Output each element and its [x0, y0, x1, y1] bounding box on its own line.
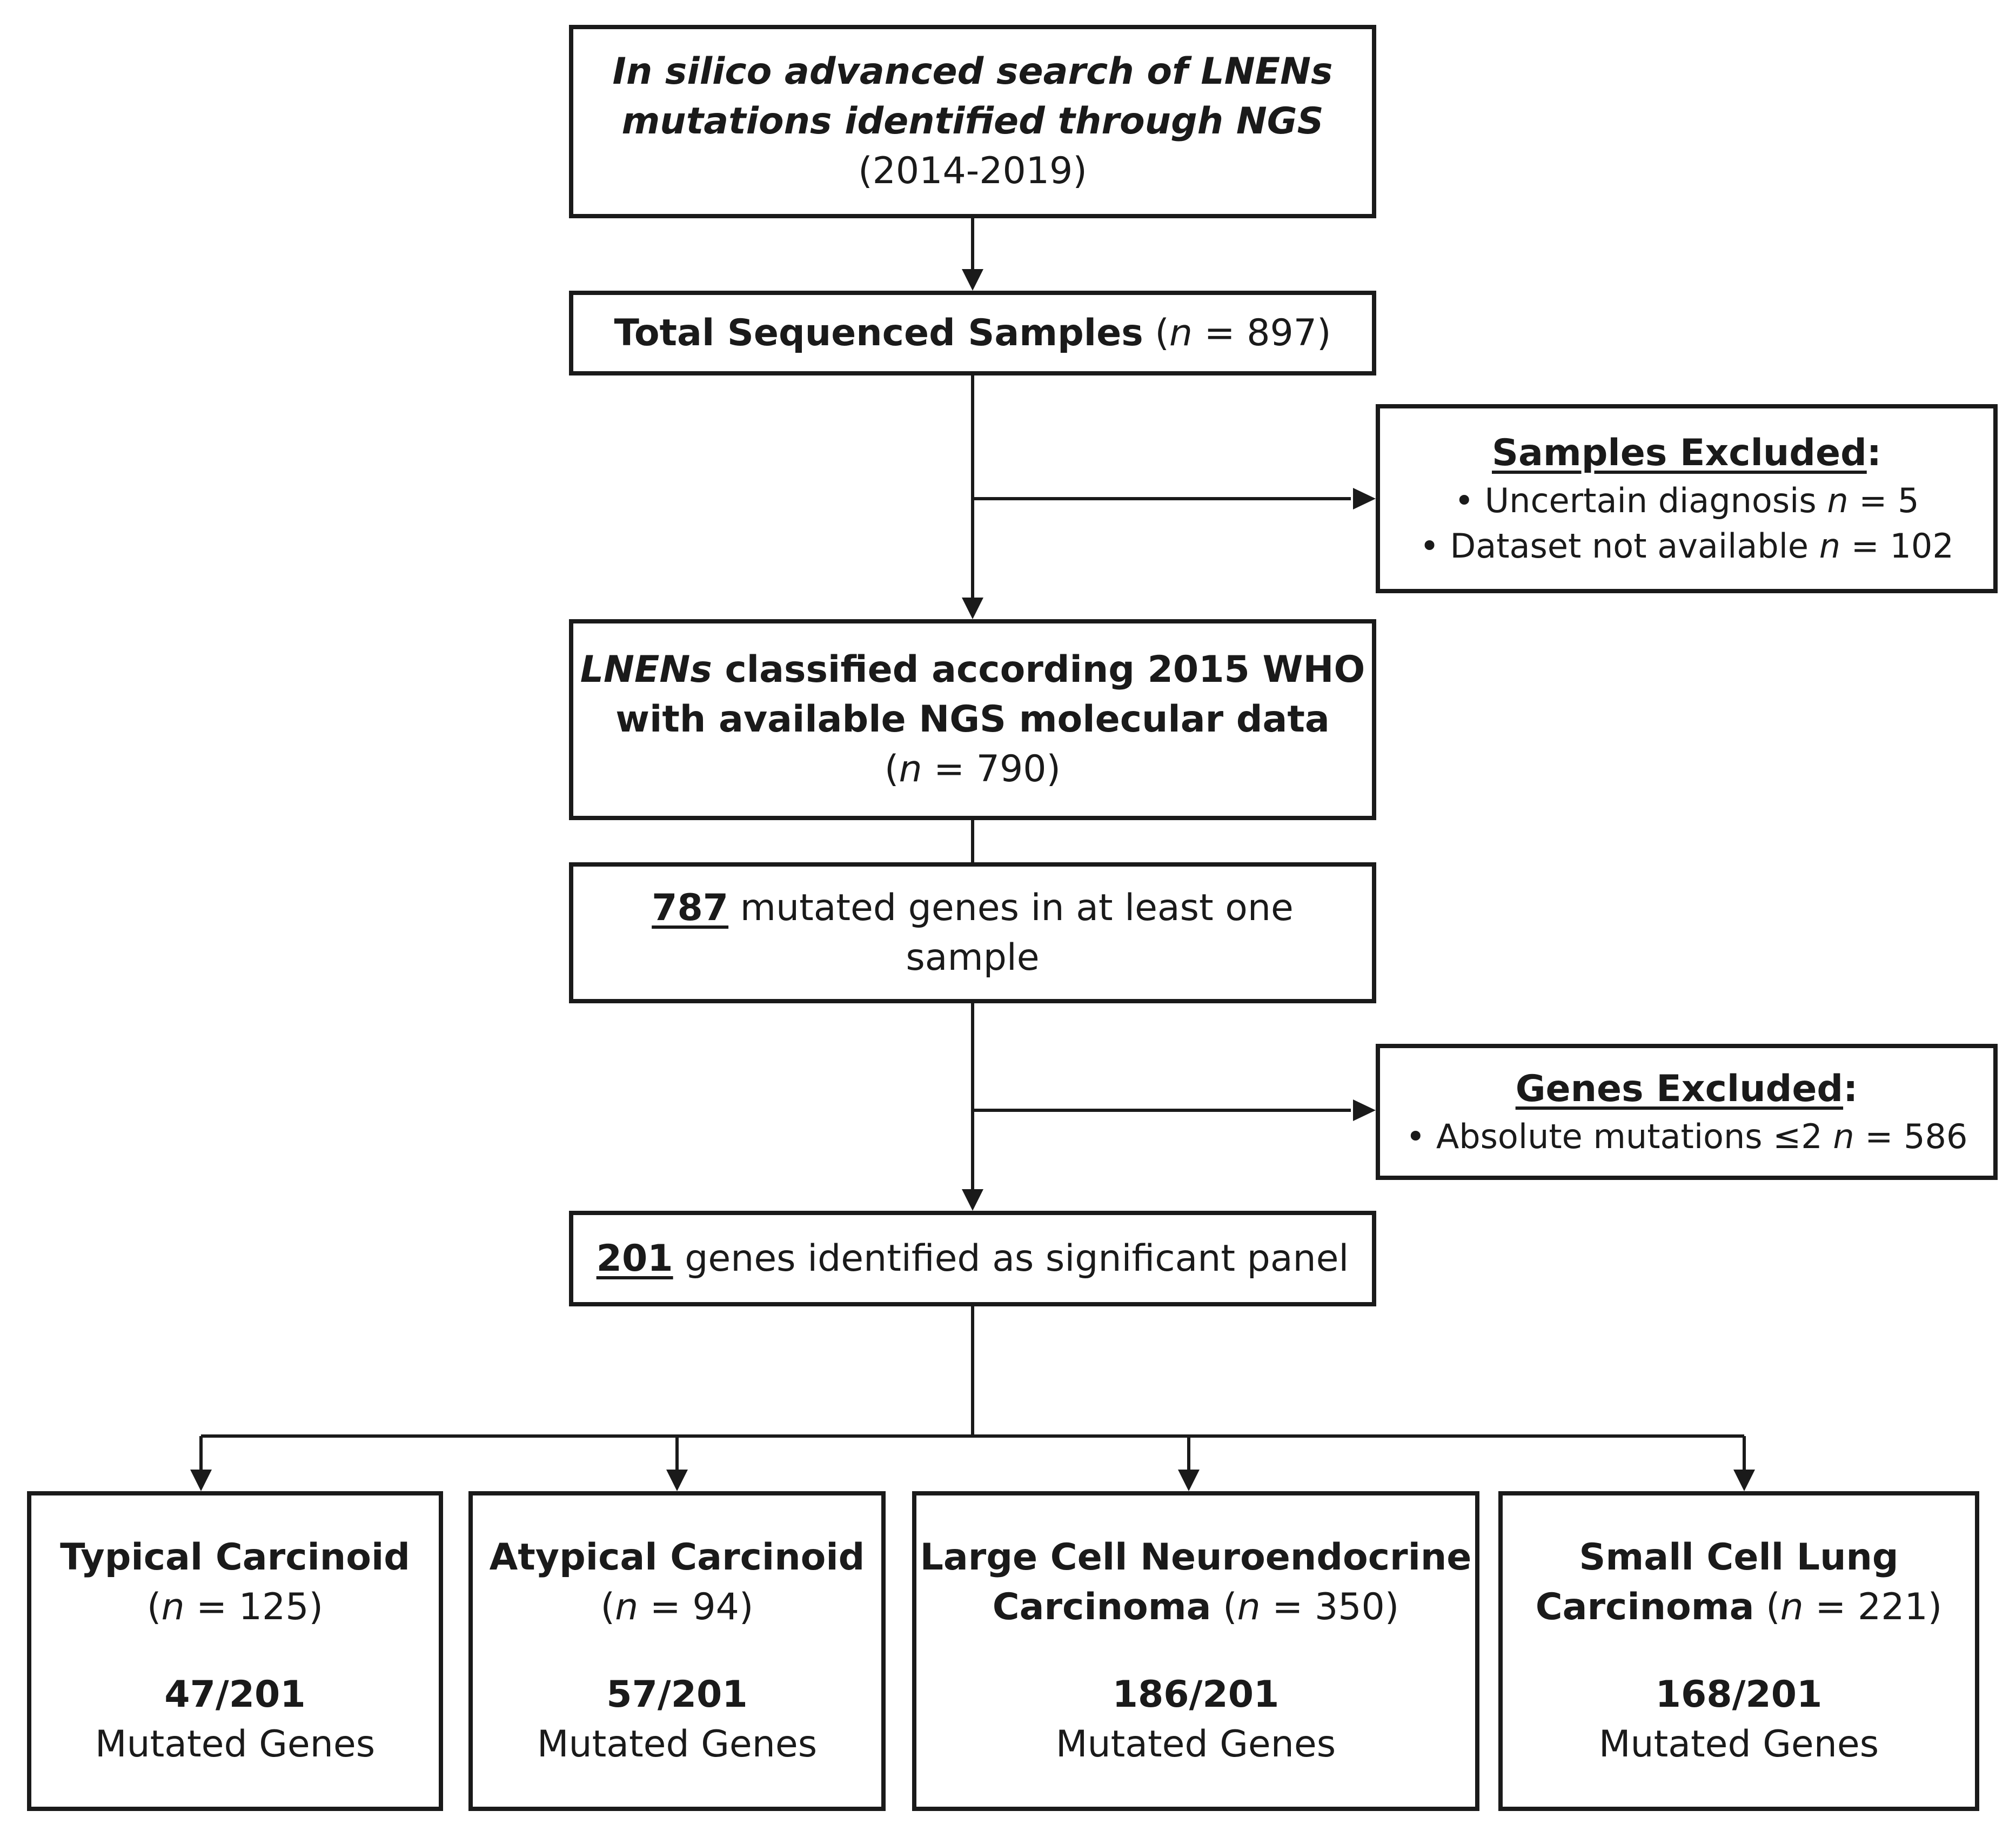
category-box-typical-carcinoid: Typical Carcinoid (n = 125) 47/201 Mutat… [27, 1491, 443, 1811]
arrowhead-sclc [1733, 1470, 1755, 1491]
category-value: = 350) [1260, 1586, 1399, 1629]
category-open: ( [1211, 1586, 1237, 1629]
samples-excluded-item-text: Dataset not available [1450, 526, 1809, 566]
significant-panel-box: 201 genes identified as significant pane… [569, 1211, 1376, 1306]
search-box: In silico advanced search of LNENs mutat… [569, 25, 1376, 218]
genes-excluded-item-text: Absolute mutations ≤2 [1436, 1117, 1823, 1157]
total-open: ( [1155, 311, 1169, 354]
category-subtitle: Mutated Genes [1598, 1722, 1879, 1766]
samples-excluded-item: • Uncertain diagnosis n = 5 [1454, 478, 1919, 524]
panel-rest: genes identified as significant panel [673, 1237, 1349, 1280]
mutated-genes-box: 787 mutated genes in at least one sample [569, 862, 1376, 1003]
search-years: (2014-2019) [858, 149, 1087, 192]
category-subtitle: Mutated Genes [537, 1722, 818, 1766]
genes-excluded-colon: : [1843, 1068, 1858, 1111]
samples-excluded-box: Samples Excluded: • Uncertain diagnosis … [1376, 404, 1998, 593]
category-subtitle: Mutated Genes [1055, 1722, 1336, 1766]
category-ratio: 47/201 [164, 1673, 306, 1716]
samples-excluded-item-value: = 5 [1848, 481, 1919, 521]
category-box-small-cell-lung-carcinoma: Small Cell Lung Carcinoma (n = 221) 168/… [1498, 1491, 1979, 1811]
category-n: n [1237, 1586, 1261, 1629]
category-n: n [615, 1586, 639, 1629]
classified-box: LNENs classified according 2015 WHO with… [569, 619, 1376, 820]
genes-excluded-item-n: n [1833, 1117, 1854, 1157]
category-count: (n = 125) [147, 1582, 323, 1632]
classified-count: (n = 790) [885, 745, 1061, 794]
category-ratio: 57/201 [606, 1673, 748, 1716]
classified-lnens: LNENs [580, 648, 712, 692]
total-samples-label: Total Sequenced Samples [614, 311, 1143, 354]
bullet-icon: • [1419, 526, 1439, 566]
category-count: (n = 94) [601, 1582, 754, 1632]
panel-count: 201 [596, 1237, 673, 1280]
samples-excluded-colon: : [1866, 432, 1881, 475]
category-title-line-2: Carcinoma [1535, 1586, 1754, 1629]
arrowhead-panel [962, 1189, 983, 1211]
arrowhead-lcnec [1178, 1470, 1200, 1491]
category-ratio: 186/201 [1112, 1673, 1280, 1716]
samples-excluded-item-value: = 102 [1840, 526, 1954, 566]
category-n: n [1780, 1586, 1804, 1629]
category-title: Large Cell Neuroendocrine [920, 1536, 1472, 1579]
samples-excluded-title: Samples Excluded [1492, 432, 1867, 475]
category-value: = 221) [1803, 1586, 1943, 1629]
arrowhead-total [962, 269, 983, 291]
category-value: = 125) [184, 1586, 324, 1629]
bullet-icon: • [1454, 481, 1475, 521]
mutated-line-1-rest: mutated genes in at least one [728, 886, 1294, 929]
classified-line-2: with available NGS molecular data [615, 698, 1330, 741]
arrowhead-atypical [666, 1470, 688, 1491]
classified-line-1: LNENs classified according 2015 WHO [580, 645, 1365, 695]
category-open: ( [1754, 1586, 1780, 1629]
genes-excluded-item: • Absolute mutations ≤2 n = 586 [1406, 1114, 1968, 1159]
category-box-atypical-carcinoid: Atypical Carcinoid (n = 94) 57/201 Mutat… [468, 1491, 886, 1811]
category-title: Typical Carcinoid [60, 1536, 410, 1579]
total-n: n [1169, 311, 1193, 354]
category-ratio: 168/201 [1655, 1673, 1823, 1716]
category-subtitle: Mutated Genes [95, 1722, 376, 1766]
category-title-line-2: Carcinoma [992, 1586, 1211, 1629]
classified-n: n [899, 747, 922, 790]
category-title: Atypical Carcinoid [489, 1536, 865, 1579]
category-box-large-cell-neuroendocrine-carcinoma: Large Cell Neuroendocrine Carcinoma (n =… [912, 1491, 1479, 1811]
bullet-icon: • [1405, 1117, 1426, 1157]
samples-excluded-heading: Samples Excluded: [1492, 428, 1881, 478]
category-value: = 94) [638, 1586, 754, 1629]
category-count: Carcinoma (n = 350) [993, 1582, 1399, 1632]
arrowhead-samples-excluded [1353, 488, 1376, 509]
total-value: = 897) [1192, 311, 1331, 354]
genes-excluded-title: Genes Excluded [1515, 1068, 1844, 1111]
samples-excluded-item: • Dataset not available n = 102 [1419, 524, 1954, 569]
samples-excluded-item-n: n [1819, 526, 1841, 566]
mutated-line-2: sample [906, 936, 1040, 979]
category-n: n [161, 1586, 185, 1629]
search-line-2: mutations identified through NGS [621, 100, 1324, 143]
total-samples-box: Total Sequenced Samples (n = 897) [569, 291, 1376, 375]
category-count: Carcinoma (n = 221) [1536, 1582, 1943, 1632]
category-open: ( [146, 1586, 162, 1629]
panel-text: 201 genes identified as significant pane… [597, 1234, 1349, 1284]
classified-line-1-rest: classified according 2015 WHO [712, 648, 1365, 692]
category-open: ( [600, 1586, 615, 1629]
category-title: Small Cell Lung [1579, 1536, 1899, 1579]
total-samples-text: Total Sequenced Samples (n = 897) [614, 308, 1331, 358]
classified-value: = 790) [922, 747, 1061, 790]
arrowhead-genes-excluded [1353, 1099, 1376, 1121]
classified-open: ( [884, 747, 899, 790]
genes-excluded-item-value: = 586 [1854, 1117, 1968, 1157]
search-line-1: In silico advanced search of LNENs [612, 50, 1333, 93]
genes-excluded-heading: Genes Excluded: [1516, 1064, 1858, 1114]
arrowhead-typical [190, 1470, 212, 1491]
arrowhead-classified [962, 598, 983, 619]
genes-excluded-box: Genes Excluded: • Absolute mutations ≤2 … [1376, 1044, 1998, 1180]
mutated-count: 787 [652, 886, 729, 929]
mutated-line-1: 787 mutated genes in at least one [652, 883, 1294, 933]
samples-excluded-item-text: Uncertain diagnosis [1484, 481, 1817, 521]
samples-excluded-item-n: n [1827, 481, 1848, 521]
